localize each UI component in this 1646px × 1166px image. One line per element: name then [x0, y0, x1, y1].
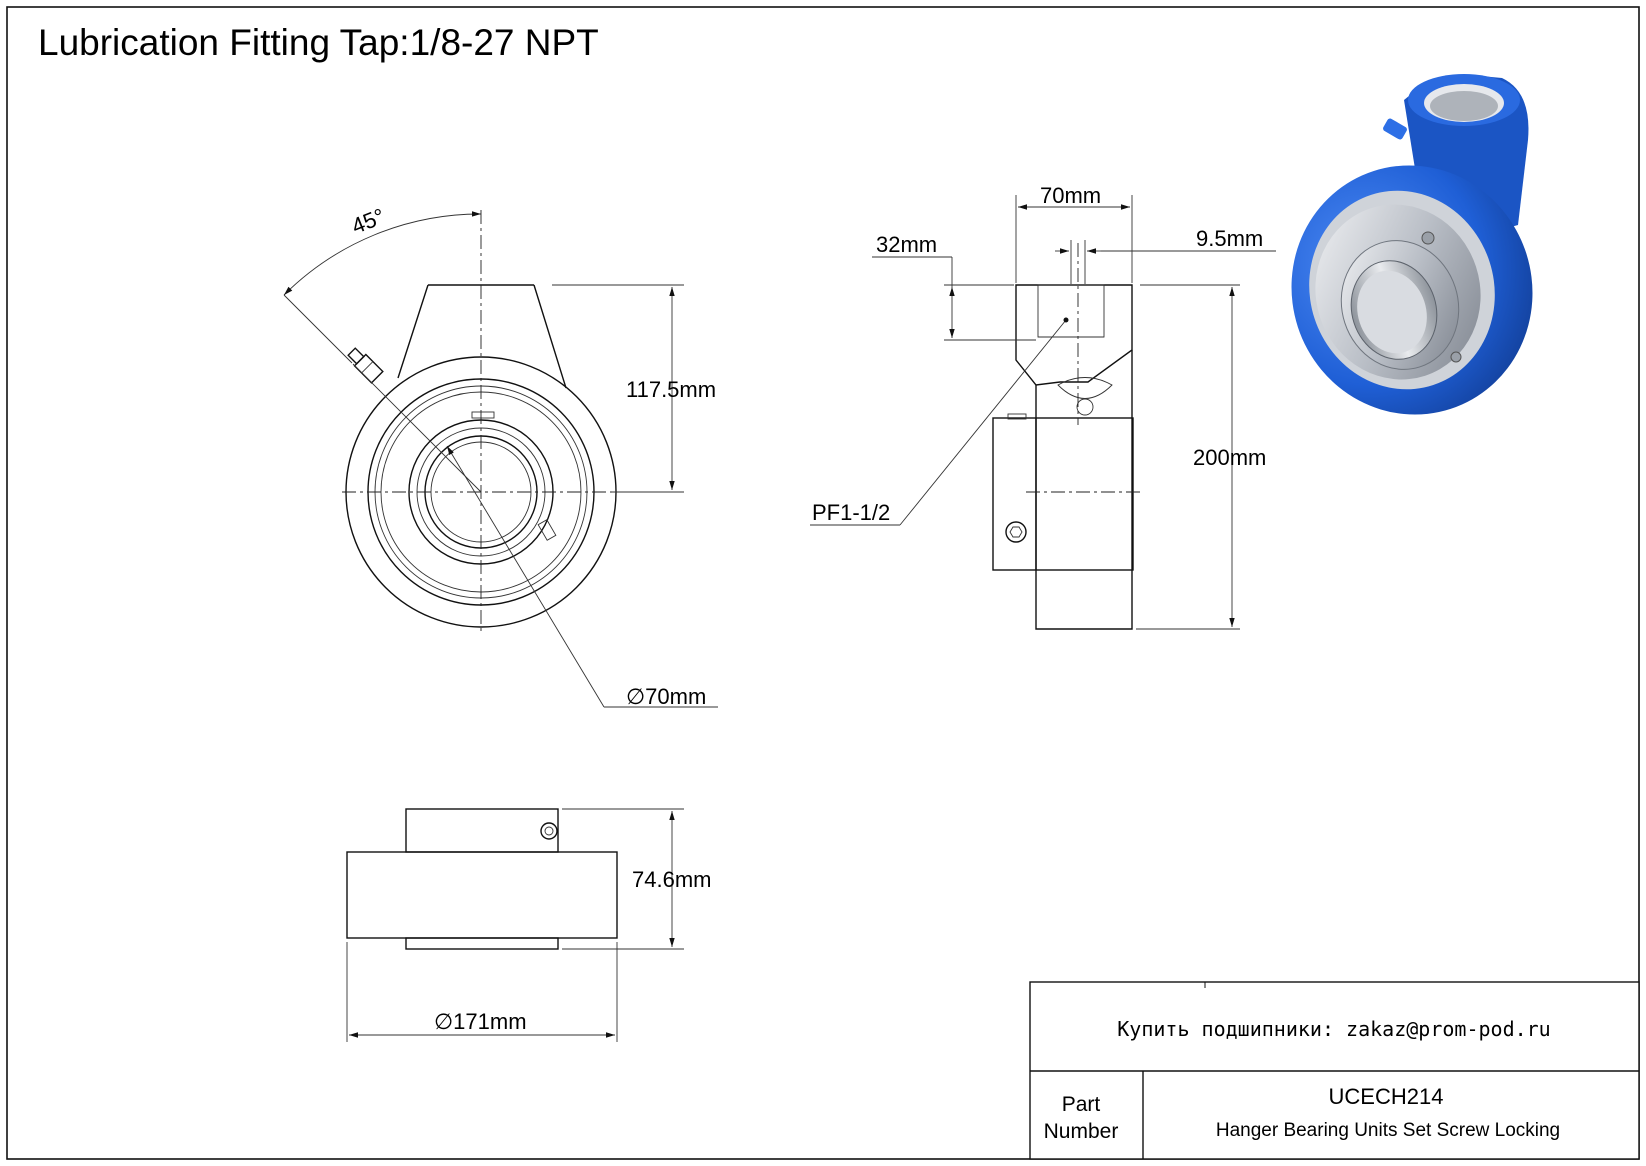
drawing-title: Lubrication Fitting Tap:1/8-27 NPT [38, 22, 599, 63]
dim-outer-dia-171: ∅171mm [434, 1009, 527, 1034]
angle-45-label: 45° [348, 203, 388, 239]
sheet-border [6, 6, 1640, 1160]
bottom-view [346, 808, 684, 1042]
title-block-contact: Купить подшипники: zakaz@prom-pod.ru [1117, 1017, 1550, 1041]
title-block [1029, 981, 1640, 1160]
dim-offset-32: 32mm [876, 232, 937, 257]
dim-offset-9-5: 9.5mm [1196, 226, 1263, 251]
dim-width-70: 70mm [1040, 183, 1101, 208]
thread-label-pf1-1-2: PF1-1/2 [812, 500, 890, 525]
dim-total-height-200: 200mm [1193, 445, 1266, 470]
title-block-part-number: UCECH214 [1329, 1084, 1444, 1109]
title-block-description: Hanger Bearing Units Set Screw Locking [1216, 1120, 1560, 1141]
bearing-3d-render [1291, 74, 1533, 415]
front-view [283, 210, 718, 708]
dim-height-117-5: 117.5mm [626, 377, 716, 402]
title-block-part-label-2: Number [1044, 1120, 1119, 1143]
title-block-part-label-1: Part [1062, 1093, 1101, 1116]
side-view [810, 195, 1276, 630]
dim-bore-70: ∅70mm [626, 684, 706, 709]
dim-width-74-6: 74.6mm [632, 867, 711, 892]
